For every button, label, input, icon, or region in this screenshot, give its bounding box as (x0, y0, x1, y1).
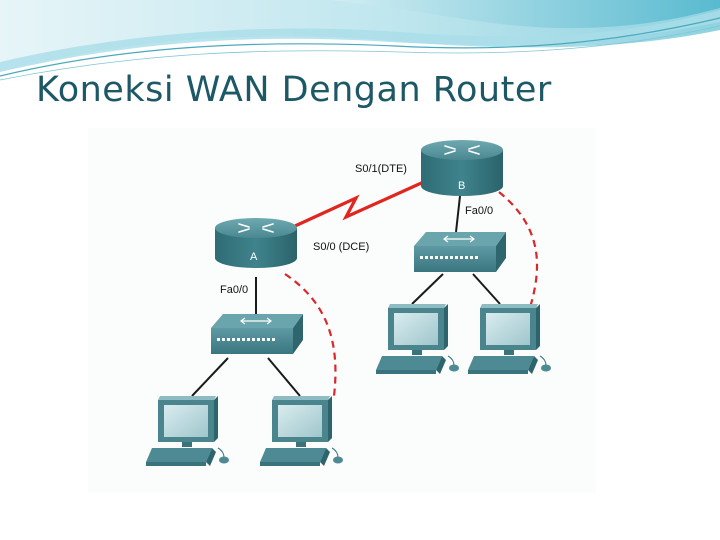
pc-icon (467, 303, 552, 375)
slide-title: Koneksi WAN Dengan Router (36, 70, 552, 110)
console-cable-a (284, 273, 337, 397)
router-icon: B (421, 140, 503, 196)
console-cable-b (498, 191, 539, 315)
serial-link-icon (294, 178, 429, 228)
pc-icon (259, 395, 344, 467)
pc-icon (375, 303, 460, 375)
ethernet-links (191, 195, 501, 397)
router-a-lan-port-label: Fa0/0 (220, 284, 248, 296)
network-diagram: A B (145, 140, 552, 467)
network-diagram-panel: A B (88, 128, 596, 493)
router-b-name: B (458, 180, 465, 192)
router-a-wan-port-label: S0/0 (DCE) (313, 241, 369, 253)
switch-icon (211, 314, 303, 354)
router-a-name: A (250, 251, 258, 263)
router-b-lan-port-label: Fa0/0 (465, 205, 493, 217)
pc-icon (145, 395, 230, 467)
router-icon: A (215, 218, 297, 268)
switch-icon (414, 232, 506, 272)
router-b-wan-port-label: S0/1(DTE) (355, 163, 407, 175)
header-wave-banner (0, 0, 720, 81)
